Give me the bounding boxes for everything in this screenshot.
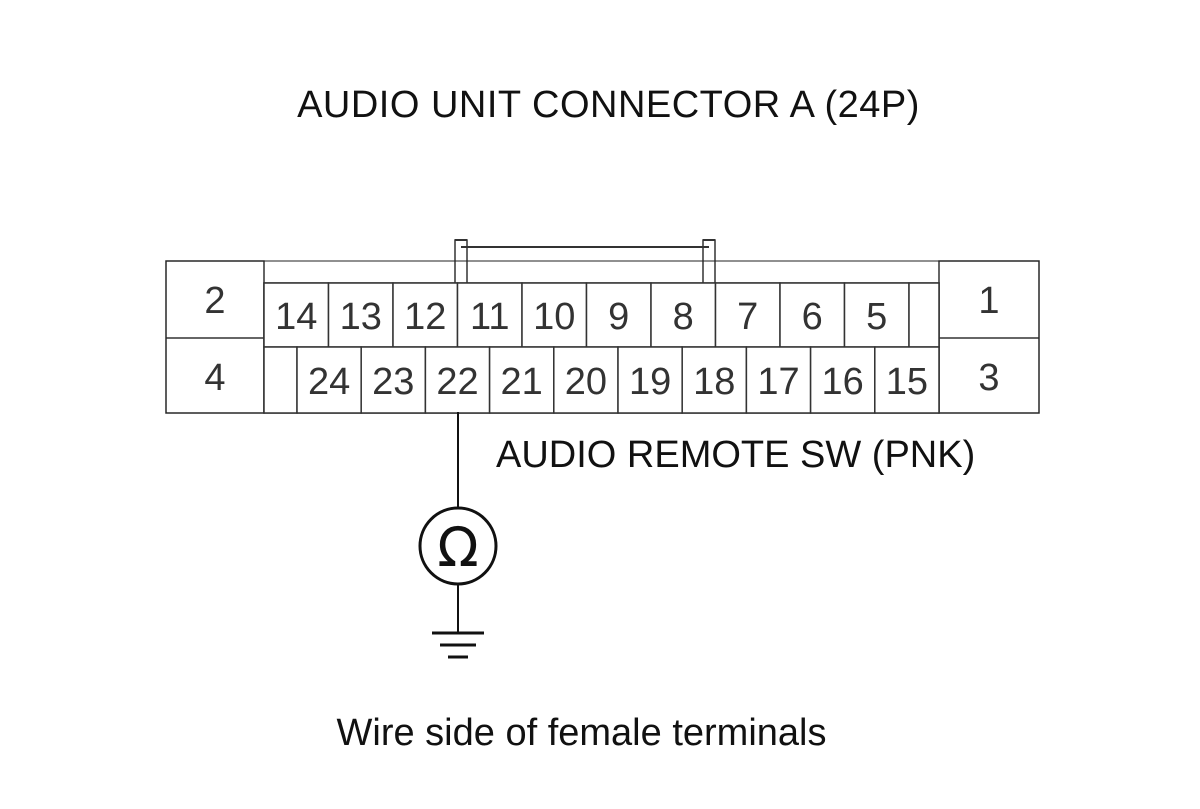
pin-15: 15 [886,361,928,403]
pin-22: 22 [436,361,478,403]
pin-14: 14 [275,296,317,338]
pin-cell-21 [488,346,555,414]
pin-8: 8 [673,296,694,338]
pin-10: 10 [533,296,575,338]
pin-20: 20 [565,361,607,403]
diagram-caption: Wire side of female terminals [336,712,827,754]
svg-text:Ω: Ω [437,516,478,579]
pin-cell-19 [617,346,683,414]
pin-21: 21 [501,361,543,403]
pin-6: 6 [802,296,823,338]
pin-cell-22 [424,346,491,414]
pin-cell-23 [360,346,427,414]
pin-12: 12 [404,296,446,338]
ohmmeter-icon: Ω [418,506,498,586]
pin-cell-12 [392,282,459,348]
pin-19: 19 [629,361,671,403]
wire-label: AUDIO REMOTE SW (PNK) [496,434,976,476]
pin-24: 24 [308,361,350,403]
terminal-3: 3 [978,357,999,399]
terminal-4: 4 [204,357,225,399]
diagram-title: AUDIO UNIT CONNECTOR A (24P) [297,84,920,126]
pin-5: 5 [866,296,887,338]
pin-17: 17 [757,361,799,403]
pin-cell-24 [296,346,362,414]
top-row-cells: 14 13 12 11 10 9 8 7 6 5 [263,282,940,348]
pin-7: 7 [737,296,758,338]
pin-cell-17 [745,346,812,414]
terminal-1: 1 [978,280,999,322]
pin-13: 13 [340,296,382,338]
bottom-row-cells: 24 23 22 21 20 19 18 17 16 15 [263,346,940,414]
terminal-2: 2 [204,280,225,322]
locking-tab [454,239,716,285]
pin-9: 9 [608,296,629,338]
ground-icon [432,631,484,659]
blank-cell-bottom [263,346,298,414]
pin-11: 11 [470,296,509,338]
pin-23: 23 [372,361,414,403]
pin-cell-9 [585,282,652,348]
pin-cell-18 [681,346,748,414]
pin-16: 16 [822,361,864,403]
pin-cell-15 [874,346,940,414]
pin-cell-8 [650,282,717,348]
pin-cell-10 [521,282,588,348]
blank-cell-top [908,282,940,348]
pin-18: 18 [693,361,735,403]
